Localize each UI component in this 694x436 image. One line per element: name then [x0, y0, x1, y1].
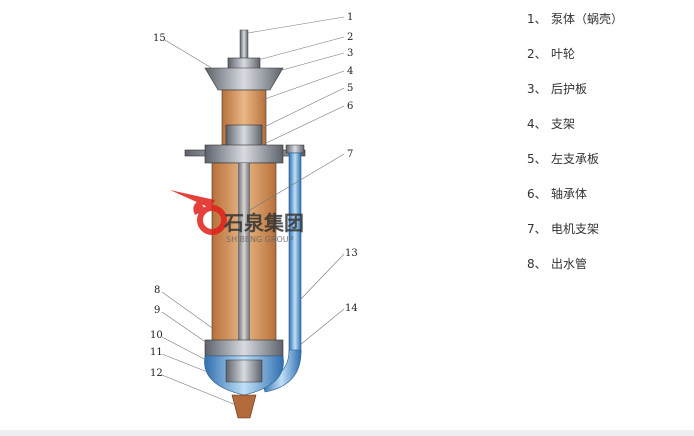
watermark-name-en: SHIBENG GROUP [226, 235, 294, 244]
legend-label: 电机支架 [551, 222, 600, 236]
bearing-assembly [184, 57, 306, 164]
callout-1: 1 [347, 12, 353, 23]
callout-5: 5 [347, 83, 353, 94]
legend-label: 支架 [551, 117, 576, 131]
callout-10: 10 [150, 330, 163, 341]
legend-num: 5、 [527, 152, 547, 166]
callout-4: 4 [347, 66, 353, 77]
legend-item: 5、左支承板 [527, 150, 623, 185]
callout-15: 15 [153, 33, 166, 44]
legend-label: 叶轮 [551, 47, 576, 61]
callout-numbers: 1 2 3 4 5 6 7 8 9 10 11 12 13 14 15 [150, 12, 358, 379]
legend-num: 3、 [527, 82, 547, 96]
callout-9: 9 [154, 305, 160, 316]
legend-num: 1、 [527, 12, 547, 26]
legend-num: 6、 [527, 187, 547, 201]
bottom-divider [0, 430, 694, 436]
legend-num: 4、 [527, 117, 547, 131]
legend-item: 1、泵体（蜗壳） [527, 10, 623, 45]
callout-7: 7 [347, 149, 353, 160]
pump-casing [204, 339, 284, 419]
legend-label: 轴承体 [551, 187, 588, 201]
watermark-logo: 石泉集团 SHIBENG GROUP [170, 190, 304, 244]
legend-num: 2、 [527, 47, 547, 61]
legend-num: 8、 [527, 257, 547, 271]
callout-6: 6 [347, 101, 353, 112]
callout-11: 11 [150, 347, 163, 358]
watermark-name-cn: 石泉集团 [223, 211, 304, 235]
legend-item: 7、电机支架 [527, 220, 623, 255]
callout-8: 8 [154, 285, 160, 296]
parts-legend: 1、泵体（蜗壳） 2、叶轮 3、后护板 4、支架 5、左支承板 6、轴承体 7、… [527, 10, 623, 290]
callout-12: 12 [150, 368, 163, 379]
legend-item: 3、后护板 [527, 80, 623, 115]
legend-item: 8、出水管 [527, 255, 623, 290]
legend-label: 泵体（蜗壳） [551, 12, 624, 26]
legend-label: 左支承板 [551, 152, 600, 166]
callout-3: 3 [347, 48, 353, 59]
legend-item: 4、支架 [527, 115, 623, 150]
legend-label: 后护板 [551, 82, 588, 96]
callout-2: 2 [347, 32, 353, 43]
callout-13: 13 [345, 248, 358, 259]
legend-label: 出水管 [551, 257, 588, 271]
legend-item: 6、轴承体 [527, 185, 623, 220]
legend-item: 2、叶轮 [527, 45, 623, 80]
leader-lines [161, 16, 345, 406]
legend-num: 7、 [527, 222, 547, 236]
callout-14: 14 [345, 303, 358, 314]
